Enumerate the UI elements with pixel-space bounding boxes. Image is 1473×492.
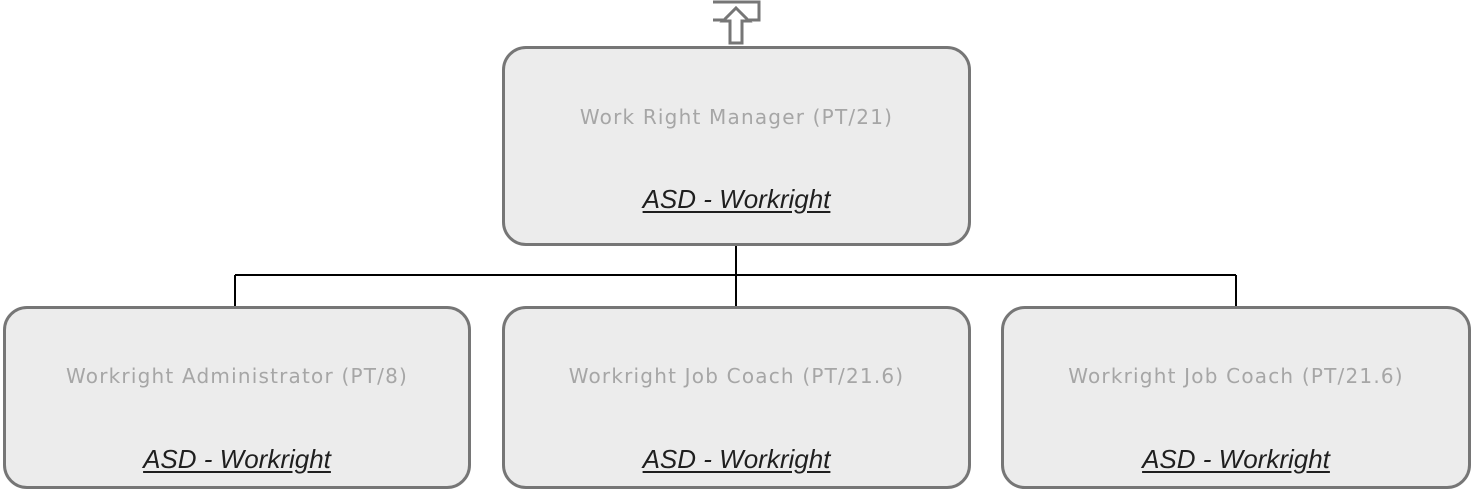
- org-node-root[interactable]: Work Right Manager (PT/21) ASD - Workrig…: [502, 46, 971, 246]
- up-arrow-icon: [713, 0, 761, 45]
- org-node-child[interactable]: Workright Administrator (PT/8) ASD - Wor…: [3, 306, 471, 489]
- position-title: Work Right Manager (PT/21): [579, 105, 894, 129]
- department-link[interactable]: ASD - Workright: [642, 184, 831, 214]
- position-title: Workright Job Coach (PT/21.6): [1068, 364, 1404, 388]
- navigate-up-button[interactable]: [711, 0, 761, 46]
- department-link[interactable]: ASD - Workright: [642, 444, 831, 474]
- department-link[interactable]: ASD - Workright: [143, 444, 331, 474]
- department-link[interactable]: ASD - Workright: [1142, 444, 1330, 474]
- org-node-child[interactable]: Workright Job Coach (PT/21.6) ASD - Work…: [1001, 306, 1471, 489]
- position-title: Workright Administrator (PT/8): [65, 364, 409, 388]
- org-node-child[interactable]: Workright Job Coach (PT/21.6) ASD - Work…: [502, 306, 971, 489]
- position-title: Workright Job Coach (PT/21.6): [568, 364, 905, 388]
